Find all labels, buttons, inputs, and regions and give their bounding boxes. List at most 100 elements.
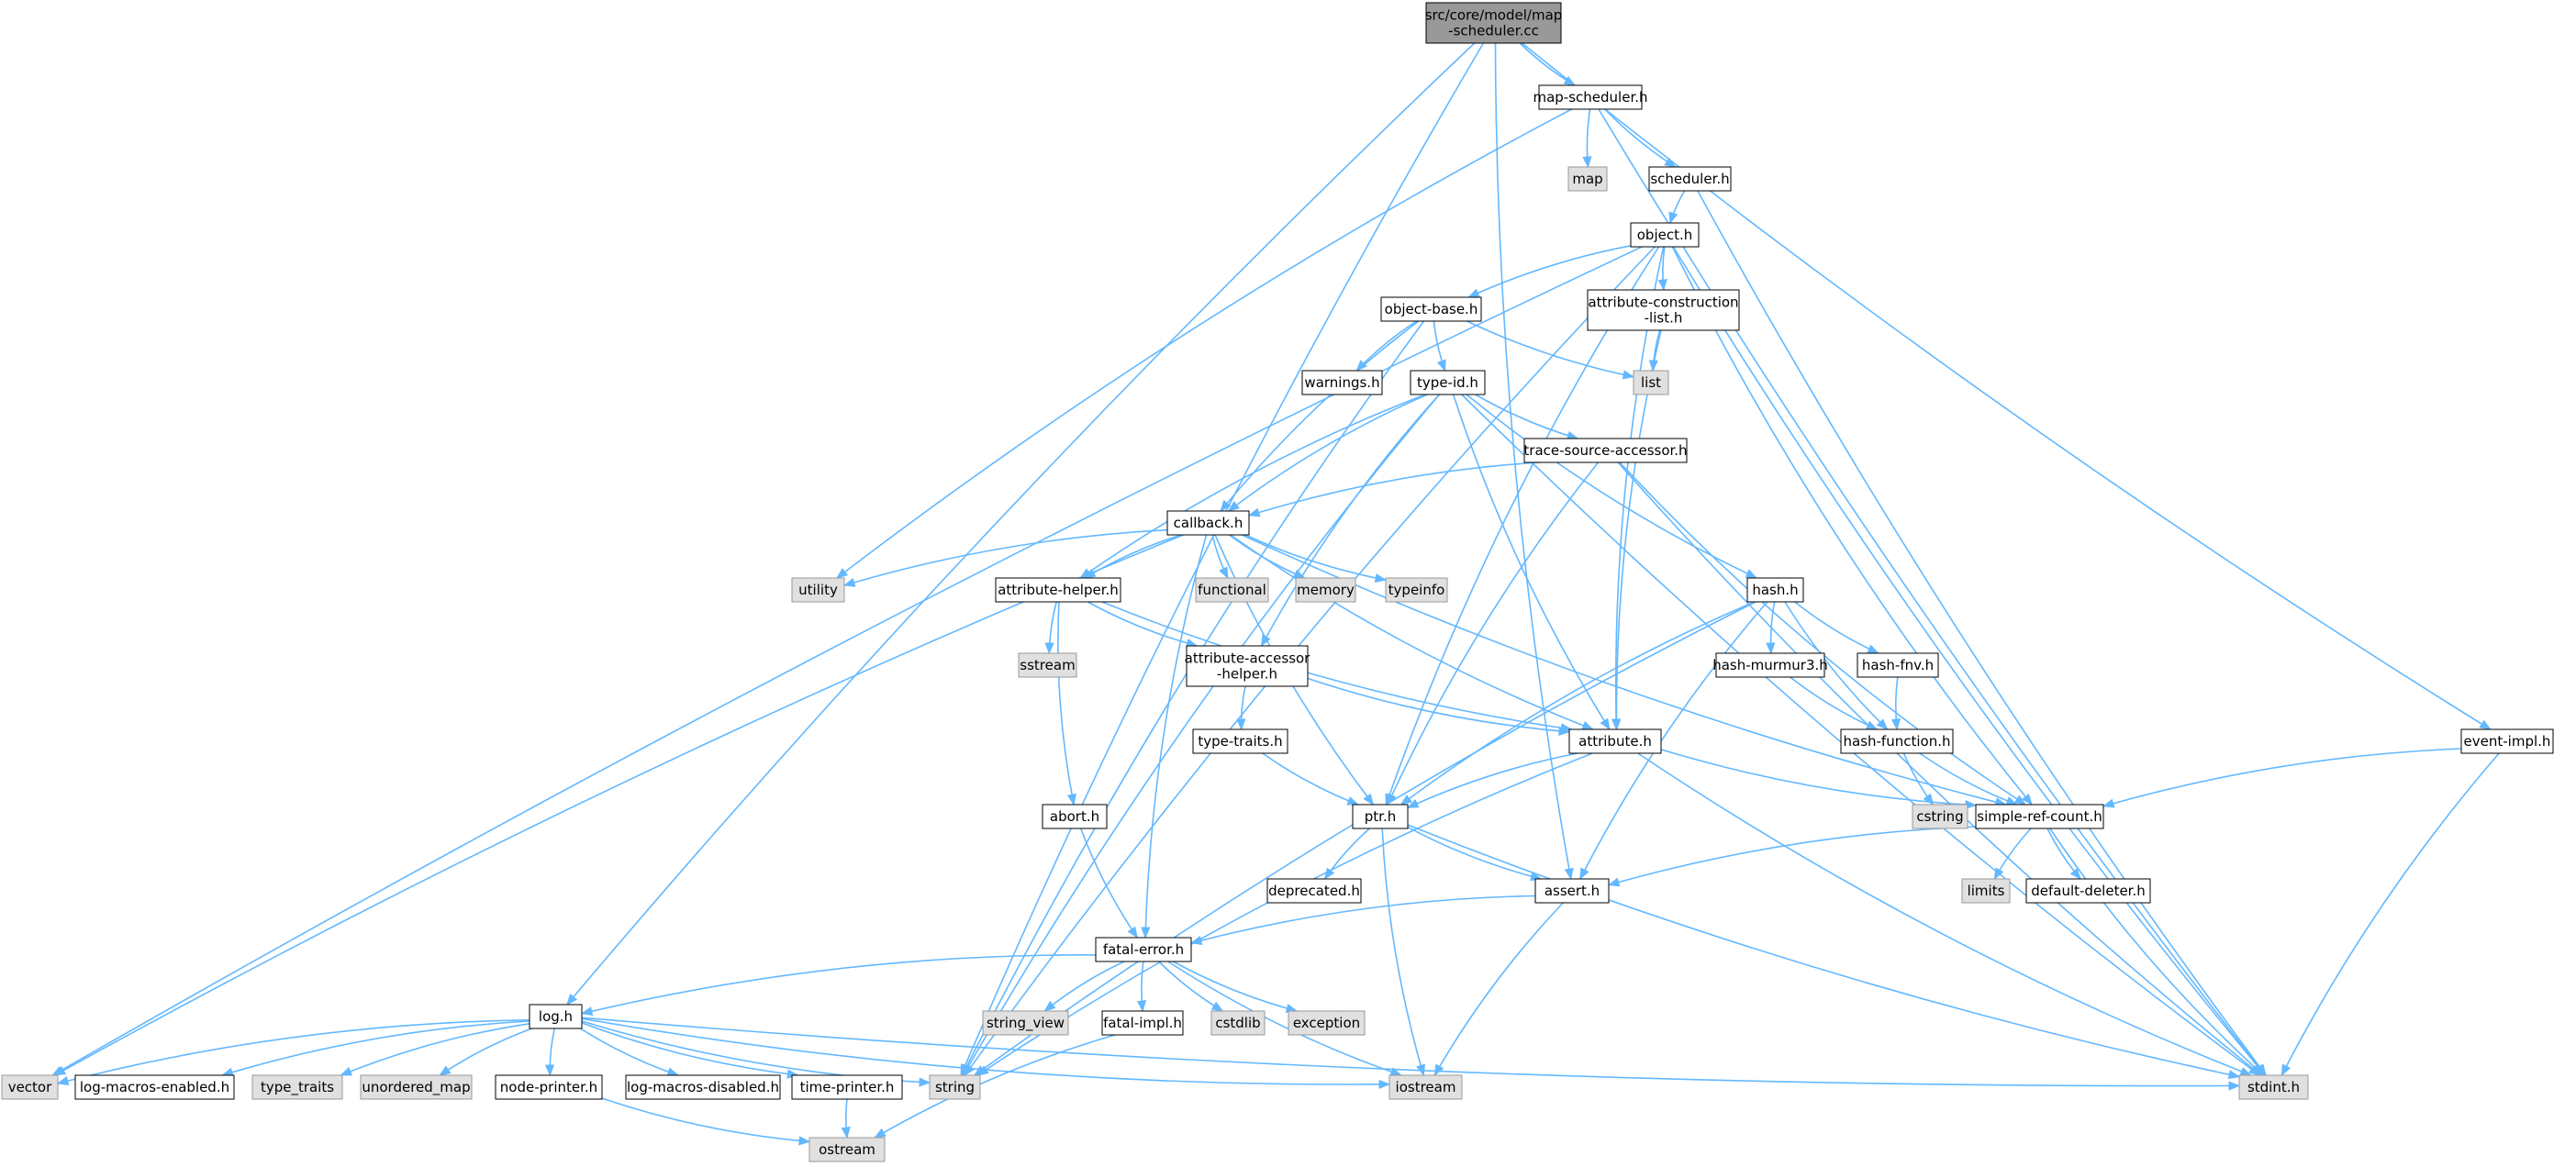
edge-attribute-accessor-helper-h-to-type-traits-h xyxy=(1236,685,1246,731)
edge-map-scheduler-h-to-utility xyxy=(835,108,1572,579)
node-log-h[interactable]: log.h xyxy=(529,1004,583,1029)
node-scheduler-h[interactable]: scheduler.h xyxy=(1648,166,1732,192)
node-label: log-macros-disabled.h xyxy=(627,1079,779,1095)
edge-type-id-h-to-trace-source-accessor-h xyxy=(1475,394,1579,440)
node-box xyxy=(1301,370,1383,395)
node-label: type-traits.h xyxy=(1198,733,1282,750)
edge-object-base-h-to-callback-h xyxy=(1220,320,1420,512)
node-box xyxy=(251,1074,343,1100)
node-map-scheduler-h[interactable]: map-scheduler.h xyxy=(1533,84,1648,110)
edge-callback-h-to-attribute-h xyxy=(1230,534,1594,730)
edge-fatal-error-h-to-iostream xyxy=(1167,961,1403,1077)
node-label: memory xyxy=(1297,582,1355,598)
edge-callback-h-to-utility xyxy=(842,528,1168,587)
edge-log-h-to-vector xyxy=(56,1019,530,1085)
node-hash-murmur3-h[interactable]: hash-murmur3.h xyxy=(1712,652,1828,678)
node-hash-function-h[interactable]: hash-function.h xyxy=(1840,728,1954,754)
node-object-h[interactable]: object.h xyxy=(1630,222,1700,248)
edge-log-h-to-string xyxy=(581,1020,931,1087)
edge-assert-h-to-iostream xyxy=(1433,902,1564,1077)
node-label: type_traits xyxy=(261,1079,334,1096)
node-type-id-h[interactable]: type-id.h xyxy=(1410,370,1486,395)
node-label: callback.h xyxy=(1174,515,1243,531)
node-trace-source-accessor-h[interactable]: trace-source-accessor.h xyxy=(1523,438,1688,463)
node-event-impl-h[interactable]: event-impl.h xyxy=(2460,728,2554,754)
node-node-printer-h[interactable]: node-printer.h xyxy=(495,1074,603,1100)
edge-log-h-to-stdint-h xyxy=(581,1017,2241,1091)
node-box xyxy=(1388,1074,1463,1100)
node-attribute-construction-list-h[interactable]: attribute-construction-list.h xyxy=(1587,289,1740,331)
node-label: object.h xyxy=(1637,227,1693,243)
node-warnings-h[interactable]: warnings.h xyxy=(1301,370,1383,395)
edge-type-id-h-to-callback-h xyxy=(1227,394,1428,512)
edge-type-id-h-to-string xyxy=(962,394,1441,1077)
edge-log-h-to-iostream xyxy=(581,1017,1391,1090)
node-box xyxy=(1630,222,1700,248)
node-attribute-accessor-helper-h[interactable]: attribute-accessor-helper.h xyxy=(1185,645,1311,687)
node-label: time-printer.h xyxy=(800,1079,895,1095)
node-attribute-h[interactable]: attribute.h xyxy=(1568,728,1662,754)
node-callback-h[interactable]: callback.h xyxy=(1166,510,1250,536)
node-label: unordered_map xyxy=(362,1079,470,1096)
node-fatal-error-h[interactable]: fatal-error.h xyxy=(1095,937,1192,962)
node-box xyxy=(1857,652,1939,678)
edge-object-h-to-vector xyxy=(51,246,1643,1076)
node-label: cstdlib xyxy=(1215,1015,1260,1031)
node-box xyxy=(1166,510,1250,536)
node-utility: utility xyxy=(791,577,845,603)
node-label: string xyxy=(935,1079,975,1095)
edge-attribute-helper-h-to-attribute-h xyxy=(1101,601,1573,733)
edge-attribute-helper-h-to-attribute-accessor-helper-h xyxy=(1087,601,1199,648)
node-type-traits-h[interactable]: type-traits.h xyxy=(1192,728,1288,754)
node-log-macros-enabled-h[interactable]: log-macros-enabled.h xyxy=(74,1074,235,1100)
node-fatal-impl-h[interactable]: fatal-impl.h xyxy=(1101,1010,1184,1036)
node-box xyxy=(995,577,1121,603)
node-label: vector xyxy=(8,1079,52,1095)
node-default-deleter-h[interactable]: default-deleter.h xyxy=(2025,878,2151,904)
node-label: abort.h xyxy=(1050,808,1099,825)
node-label: utility xyxy=(798,582,838,598)
edge-attribute-helper-h-to-sstream xyxy=(1044,601,1057,655)
node-abort-h[interactable]: abort.h xyxy=(1042,804,1108,829)
edge-object-base-h-to-warnings-h xyxy=(1355,320,1418,372)
node-attribute-helper-h[interactable]: attribute-helper.h xyxy=(995,577,1121,603)
node-simple-ref-count-h[interactable]: simple-ref-count.h xyxy=(1975,804,2104,829)
node-box xyxy=(495,1074,603,1100)
node-box xyxy=(791,1074,903,1100)
node-box xyxy=(1288,1010,1366,1036)
node-time-printer-h[interactable]: time-printer.h xyxy=(791,1074,903,1100)
edge-attribute-helper-h-to-abort-h xyxy=(1057,601,1076,806)
node-ptr-h[interactable]: ptr.h xyxy=(1352,804,1409,829)
node-label: iostream xyxy=(1396,1079,1456,1095)
edge-type-id-h-to-hash-h xyxy=(1466,394,1758,579)
edge-ptr-h-to-iostream xyxy=(1381,828,1425,1077)
node-deprecated-h[interactable]: deprecated.h xyxy=(1266,878,1362,904)
node-hash-h[interactable]: hash.h xyxy=(1746,577,1804,603)
node-label: trace-source-accessor.h xyxy=(1523,442,1687,459)
node-label: ptr.h xyxy=(1365,808,1396,825)
node-box xyxy=(1633,370,1669,395)
edge-object-base-h-to-type-id-h xyxy=(1433,320,1446,372)
edge-log-h-to-type-traits xyxy=(340,1023,530,1076)
node-map: map xyxy=(1567,166,1608,192)
node-sstream: sstream xyxy=(1018,652,1077,678)
node-object-base-h[interactable]: object-base.h xyxy=(1380,296,1482,322)
node-hash-fnv-h[interactable]: hash-fnv.h xyxy=(1857,652,1939,678)
node-label: -list.h xyxy=(1645,310,1683,327)
node-box xyxy=(1961,878,2011,904)
node-assert-h[interactable]: assert.h xyxy=(1534,878,1610,904)
node-label: -helper.h xyxy=(1217,666,1277,683)
edge-type-id-h-to-attribute-accessor-helper-h xyxy=(1260,394,1440,648)
edge-fatal-error-h-to-cstdlib xyxy=(1158,961,1224,1012)
node-label: exception xyxy=(1293,1015,1360,1031)
edge-callback-h-to-fatal-error-h xyxy=(1141,534,1208,939)
node-box xyxy=(1840,728,1954,754)
node-log-macros-disabled-h[interactable]: log-macros-disabled.h xyxy=(625,1074,781,1100)
node-root[interactable]: src/core/model/map-scheduler.cc xyxy=(1425,2,1563,44)
edge-fatal-impl-h-to-ostream xyxy=(874,1034,1115,1139)
node-label: limits xyxy=(1968,883,2005,899)
node-box xyxy=(1266,878,1362,904)
edge-attribute-h-to-ptr-h xyxy=(1406,752,1578,809)
node-box xyxy=(1380,296,1482,322)
